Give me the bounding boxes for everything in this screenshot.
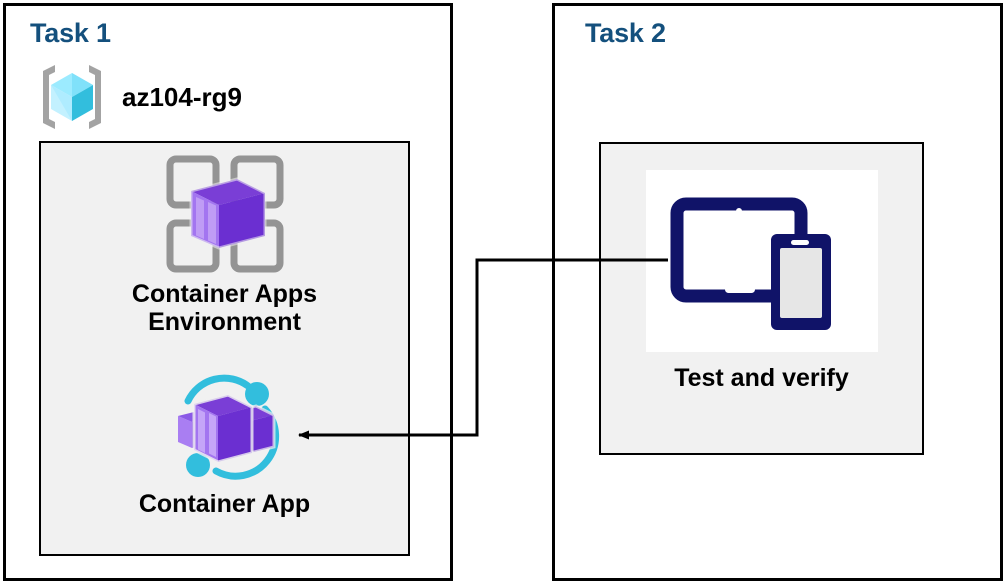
node-test-and-verify: Test and verify <box>599 170 924 392</box>
task-1-title: Task 1 <box>30 18 111 48</box>
node-container-app: Container App <box>39 368 410 518</box>
node-label-container-app: Container App <box>138 490 311 518</box>
resource-group-icon <box>34 59 110 135</box>
container-apps-environment-icon <box>163 152 287 276</box>
resource-group-row: az104-rg9 <box>34 59 242 135</box>
resource-group-label: az104-rg9 <box>122 81 242 112</box>
node-container-apps-environment: Container Apps Environment <box>39 152 410 336</box>
node-label-container-apps-environment: Container Apps Environment <box>131 280 318 336</box>
test-and-verify-devices-icon <box>667 186 857 336</box>
task-2-title: Task 2 <box>585 18 666 48</box>
test-and-verify-icon-background <box>645 170 878 352</box>
node-label-test-and-verify: Test and verify <box>674 364 849 392</box>
container-app-icon <box>164 368 286 486</box>
